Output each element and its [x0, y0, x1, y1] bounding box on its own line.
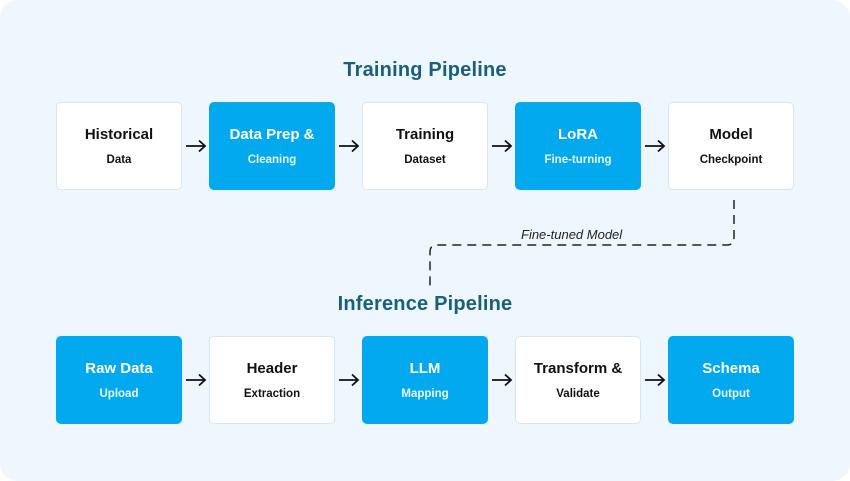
step-sub-label: Fine-turning — [544, 153, 612, 166]
arrow-right-icon — [492, 373, 513, 387]
step-main-label: Historical — [84, 125, 154, 143]
step-sub-label: Mapping — [401, 387, 449, 400]
training-pipeline-title: Training Pipeline — [343, 59, 507, 81]
step-sub-label: Dataset — [404, 153, 446, 166]
step-sub-label: Validate — [556, 387, 600, 400]
inference-step-raw-data-upload: Raw Data Upload — [56, 336, 182, 424]
step-main-label: Header — [246, 359, 298, 377]
step-sub-label: Upload — [99, 387, 139, 400]
step-sub-label: Data — [106, 153, 132, 166]
step-sub-label: Extraction — [243, 387, 301, 400]
arrow-right-icon — [186, 139, 207, 153]
training-step-lora: LoRA Fine-turning — [515, 102, 641, 190]
inference-step-schema-output: Schema Output — [668, 336, 794, 424]
inference-step-transform-validate: Transform & Validate — [515, 336, 641, 424]
inference-step-llm-mapping: LLM Mapping — [362, 336, 488, 424]
step-sub-label: Checkpoint — [699, 153, 763, 166]
step-main-label: Transform & — [533, 359, 623, 377]
step-main-label: LLM — [409, 359, 441, 377]
step-main-label: Raw Data — [85, 359, 153, 377]
arrow-right-icon — [645, 373, 666, 387]
step-main-label: Data Prep & — [229, 125, 315, 143]
arrow-right-icon — [645, 139, 666, 153]
training-step-historical-data: Historical Data — [56, 102, 182, 190]
arrow-right-icon — [186, 373, 207, 387]
step-sub-label: Cleaning — [247, 153, 297, 166]
inference-step-header-extraction: Header Extraction — [209, 336, 335, 424]
arrow-right-icon — [339, 139, 360, 153]
step-main-label: Schema — [702, 359, 760, 377]
step-sub-label: Output — [712, 387, 750, 400]
training-step-training-dataset: Training Dataset — [362, 102, 488, 190]
arrow-right-icon — [339, 373, 360, 387]
step-main-label: Training — [395, 125, 455, 143]
inference-pipeline-title: Inference Pipeline — [337, 293, 513, 315]
training-step-data-prep: Data Prep & Cleaning — [209, 102, 335, 190]
step-main-label: Model — [709, 125, 753, 143]
arrow-right-icon — [492, 139, 513, 153]
step-main-label: LoRA — [558, 125, 598, 143]
fine-tuned-model-label: Fine-tuned Model — [521, 227, 623, 242]
training-step-model-checkpoint: Model Checkpoint — [668, 102, 794, 190]
